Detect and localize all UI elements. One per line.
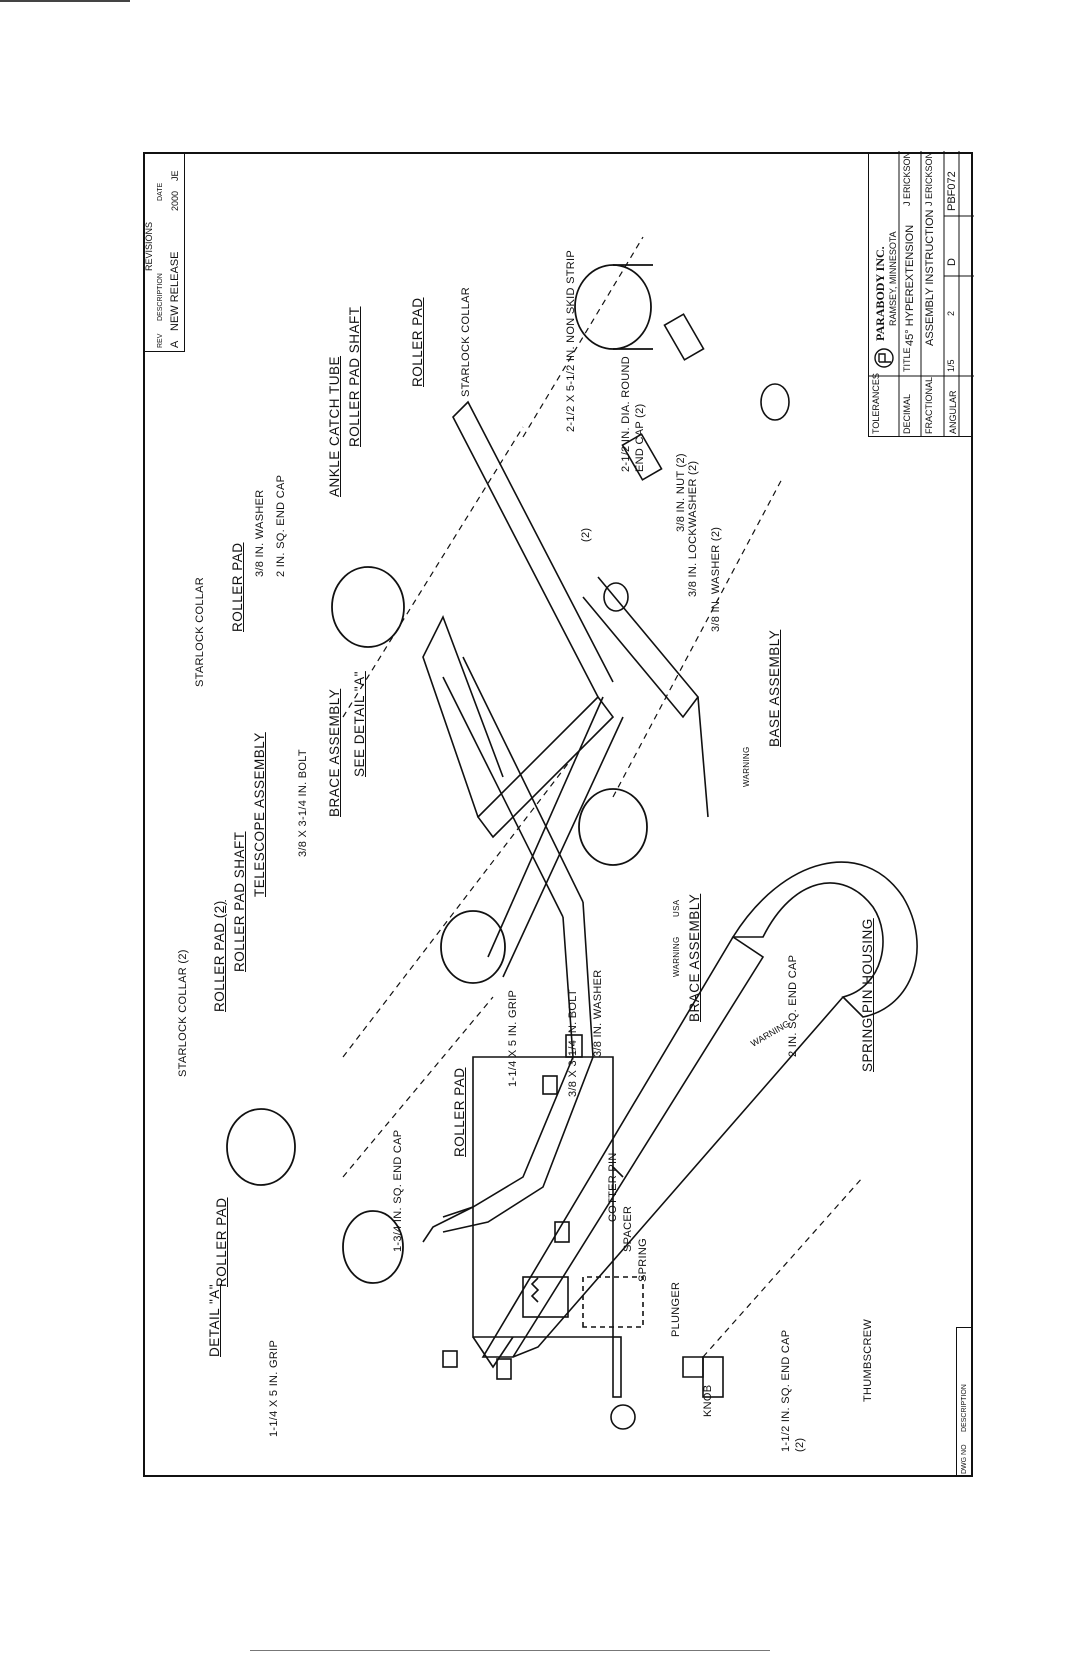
rev-description: NEW RELEASE — [169, 251, 181, 331]
label-telescope-assembly: TELESCOPE ASSEMBLY — [252, 732, 267, 897]
label-knob: KNOB — [702, 1384, 714, 1417]
label-see-detail-a: SEE DETAIL "A" — [352, 671, 367, 777]
label-sq-end-cap-112-qty: (2) — [794, 1437, 806, 1452]
label-grip-mid: 1-1/4 X 5 IN. GRIP — [507, 989, 519, 1087]
shafts-and-centerlines — [342, 236, 864, 1358]
rev-value: A — [169, 340, 181, 348]
title-block: TOLERANCES DECIMAL FRACTIONAL ANGULAR TI… — [868, 151, 974, 437]
label-nut-38: 3/8 IN. NUT (2) — [675, 453, 687, 532]
rev-col-rev: REV — [157, 333, 164, 348]
label-washer-38-b: 3/8 IN. WASHER — [592, 969, 604, 1057]
label-roller-pad-top: ROLLER PAD — [410, 297, 425, 387]
scan-mark — [0, 0, 130, 2]
label-washer-38-top: 3/8 IN. WASHER — [254, 489, 266, 577]
roller-pad-drawings — [226, 264, 653, 1284]
parabody-logo-icon — [874, 348, 894, 368]
tb-field-decimal: DECIMAL — [902, 393, 912, 434]
label-roller-pad-shaft-mid: ROLLER PAD SHAFT — [232, 831, 247, 972]
label-starlock-collar-2: STARLOCK COLLAR (2) — [177, 949, 189, 1077]
label-roller-pad-left: ROLLER PAD — [214, 1197, 229, 1287]
label-non-skid-strip: 2-1/2 X 5-1/2 IN. NON SKID STRIP — [565, 250, 577, 432]
margin-block: DWG NO DESCRIPTION — [956, 1327, 973, 1477]
tb-sheet: 1/5 — [946, 359, 956, 372]
label-lockwasher-38: 3/8 IN. LOCKWASHER (2) — [687, 460, 699, 597]
rev-col-date: DATE — [157, 182, 164, 201]
label-detail-a: DETAIL "A" — [207, 1283, 222, 1357]
label-bolt-b: 3/8 X 3-1/4 IN. BOLT — [567, 989, 579, 1097]
tb-field-title: TITLE — [902, 347, 912, 372]
tb-rev: D — [946, 258, 958, 266]
detail-a-drawing — [472, 1056, 724, 1430]
label-sq-end-cap-134: 1-3/4 IN. SQ. END CAP — [392, 1129, 404, 1252]
exploded-assembly-diagram: WARNING — [226, 236, 918, 1430]
label-base-assembly: BASE ASSEMBLY — [767, 629, 782, 747]
label-starlock-collar-top: STARLOCK COLLAR — [460, 286, 472, 397]
label-warning-2: WARNING — [672, 936, 681, 977]
margin-dwg-no: DWG NO — [961, 1444, 968, 1474]
tb-field-tolerances: TOLERANCES — [871, 373, 881, 434]
label-ankle-catch-tube: ANKLE CATCH TUBE — [327, 355, 342, 497]
tb-title-line2: ASSEMBLY INSTRUCTION — [924, 209, 936, 346]
label-sq-end-cap-2in-top: 2 IN. SQ. END CAP — [275, 474, 287, 577]
label-brace-assembly-detail: BRACE ASSEMBLY — [687, 893, 702, 1022]
telescope-assembly-drawing — [422, 656, 594, 1243]
label-non-skid-strip-qty: (2) — [580, 527, 592, 542]
rev-by: JE — [170, 170, 180, 181]
tb-field-fractional: FRACTIONAL — [924, 376, 934, 434]
tb-city: RAMSEY, MINNESOTA — [888, 231, 898, 326]
label-warning-1: WARNING — [742, 746, 751, 787]
label-roller-pad-mid: ROLLER PAD — [230, 542, 245, 632]
revisions-block: REVISIONS REV DESCRIPTION DATE A NEW REL… — [143, 152, 185, 352]
label-brace-assembly-mid: BRACE ASSEMBLY — [327, 688, 342, 817]
label-washer-38-2: 3/8 IN. WASHER (2) — [710, 526, 722, 632]
tb-drawn-by-2: J ERICKSON — [924, 151, 934, 206]
rev-header: REVISIONS — [144, 221, 154, 271]
tb-company: PARABODY INC. — [873, 246, 887, 341]
rev-col-desc: DESCRIPTION — [157, 273, 164, 321]
label-cotter-pin: COTTER PIN — [607, 1152, 619, 1222]
tb-title-line1: 45° HYPEREXTENSION — [904, 224, 916, 346]
brace-assembly-drawing — [422, 400, 709, 978]
tb-size: 2 — [946, 310, 956, 316]
label-sq-end-cap-112: 1-1/2 IN. SQ. END CAP — [780, 1329, 792, 1452]
label-thumbscrew: THUMBSCREW — [862, 1318, 874, 1402]
label-roller-pad-2: ROLLER PAD (2) — [212, 900, 227, 1012]
tb-drawing-no: PBF072 — [946, 171, 958, 211]
label-spring-pin-housing: SPRING PIN HOUSING — [860, 918, 875, 1072]
margin-description: DESCRIPTION — [961, 1384, 968, 1432]
svg-text:WARNING: WARNING — [749, 1018, 791, 1048]
label-spring: SPRING — [637, 1238, 649, 1282]
label-usa: USA — [672, 899, 681, 917]
rev-date: 2000 — [170, 190, 180, 211]
label-sq-end-cap-2in-low: 2 IN. SQ. END CAP — [787, 954, 799, 1057]
rotated-drawing: WARNING — [143, 151, 974, 1477]
tb-drawn-by-1: J ERICKSON — [902, 151, 912, 206]
label-round-end-cap-1: 2-1/2 IN. DIA. ROUND — [620, 355, 632, 472]
label-round-end-cap-2: END CAP (2) — [634, 403, 646, 473]
label-roller-pad-shaft-top: ROLLER PAD SHAFT — [347, 306, 362, 447]
end-caps-strips — [603, 313, 790, 612]
tb-field-angular: ANGULAR — [948, 390, 958, 434]
scan-footer-mark — [250, 1650, 770, 1651]
label-spacer: SPACER — [622, 1205, 634, 1252]
label-plunger: PLUNGER — [670, 1281, 682, 1337]
label-grip-left: 1-1/4 X 5 IN. GRIP — [268, 1339, 280, 1437]
label-roller-pad-low: ROLLER PAD — [452, 1067, 467, 1157]
label-starlock-collar-mid: STARLOCK COLLAR — [194, 576, 206, 687]
label-bolt-a: 3/8 X 3-1/4 IN. BOLT — [297, 749, 309, 857]
